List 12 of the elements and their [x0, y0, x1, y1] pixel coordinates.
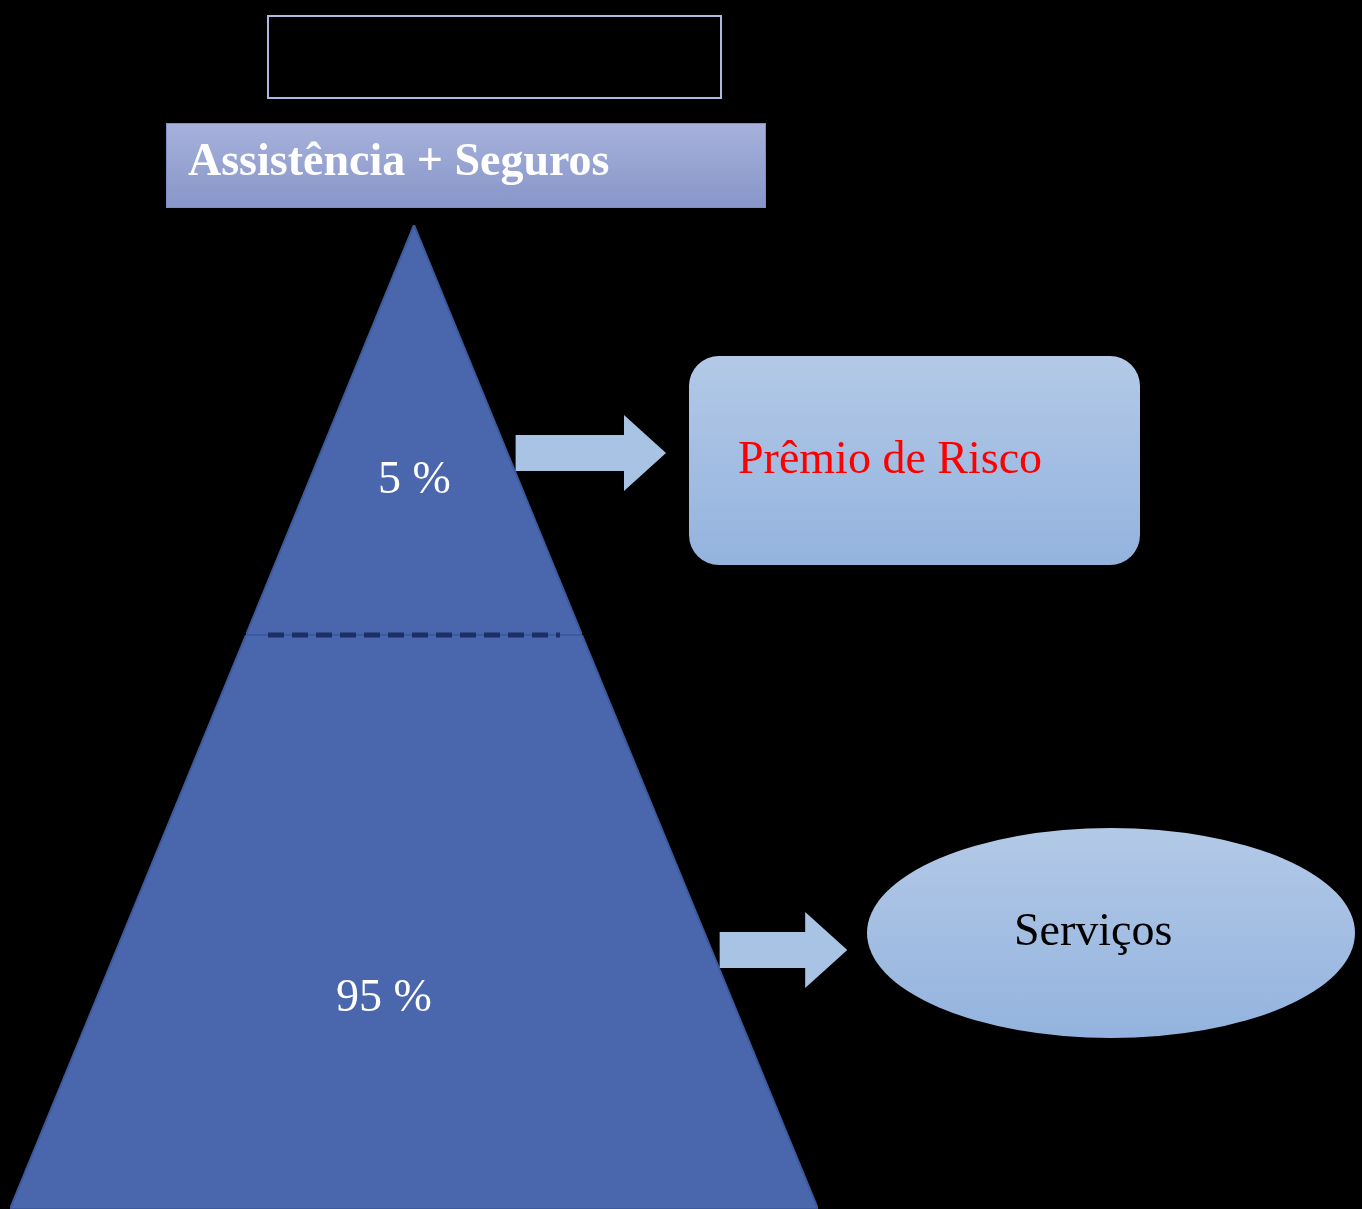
block-arrow	[719, 912, 848, 988]
pyramid-top-section	[246, 225, 582, 635]
ellipse	[866, 827, 1356, 1039]
node-label: 95 %	[336, 971, 432, 1022]
block-arrow	[515, 415, 666, 491]
title-banner	[166, 123, 766, 208]
banner-title: Assistência + Seguros	[188, 135, 610, 186]
node-label: 5 %	[378, 453, 451, 504]
empty-box	[267, 15, 722, 99]
node-label: Serviços	[1014, 905, 1173, 956]
node-label: Prêmio de Risco	[738, 433, 1043, 484]
rounded-box	[688, 355, 1141, 566]
